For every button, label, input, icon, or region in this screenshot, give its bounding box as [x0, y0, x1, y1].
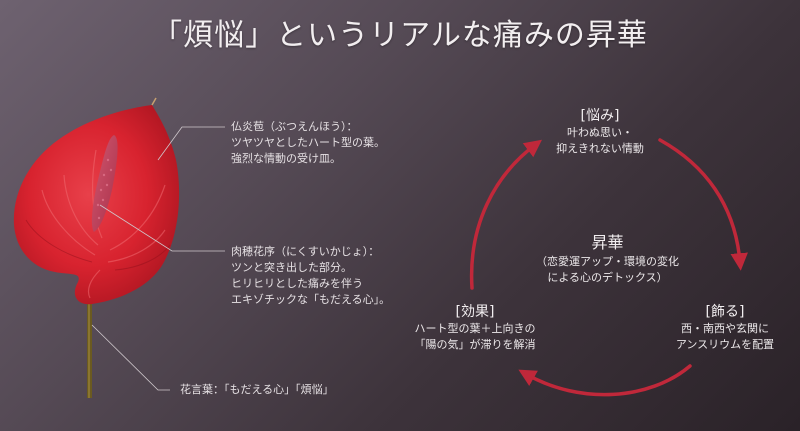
cycle-node-heading: [悩み]: [580, 108, 620, 124]
cycle-node-line: 西・南西や玄関に: [681, 322, 769, 335]
cycle-node-decorate: [飾る] 西・南西や玄関に アンスリウムを配置: [655, 303, 795, 353]
cycle-node-line: 叶わぬ思い・: [567, 126, 633, 139]
annotation-spathe-line: 強烈な情動の受け皿。: [231, 152, 341, 165]
cycle-node-heading: [飾る]: [705, 304, 745, 320]
leader-line-flower-language: [91, 324, 170, 391]
annotation-spadix: 肉穂花序（にくすいかじょ）： ツンと突き出した部分。 ヒリヒリとした痛みを伴う …: [231, 244, 390, 308]
cycle-node-worry: [悩み] 叶わぬ思い・ 抑えきれない情動: [545, 107, 655, 157]
cycle-node-line: アンスリウムを配置: [675, 338, 775, 351]
annotation-spathe-line: 仏炎苞（ぶつえんほう）：: [231, 120, 358, 133]
annotation-spadix-line: ツンと突き出した部分。: [231, 261, 352, 274]
leader-line-spathe: [157, 126, 225, 161]
annotation-flower-language: 花言葉：「もだえる心」「煩悩」: [180, 382, 334, 398]
cycle-node-effect: [効果] ハート型の葉＋上向きの 「陽の気」が滞りを解消: [400, 303, 550, 353]
annotation-spadix-line: 肉穂花序（にくすいかじょ）：: [231, 245, 380, 258]
annotation-spadix-line: ヒリヒリとした痛みを伴う: [231, 277, 363, 290]
page-title: 「煩悩」というリアルな痛みの昇華: [152, 18, 648, 53]
arrow-worry-to-decorate-icon: [658, 138, 748, 271]
annotation-spathe: 仏炎苞（ぶつえんほう）： ツヤツヤとしたハート型の葉。 強烈な情動の受け皿。: [231, 119, 385, 167]
annotation-spadix-line: エキゾチックな「もだえる心」。: [231, 293, 391, 306]
arrow-decorate-to-effect-icon: [518, 364, 692, 397]
cycle-center-line: による心のデトックス）: [547, 271, 668, 284]
cycle-node-heading: [効果]: [455, 304, 495, 320]
cycle-node-line: ハート型の葉＋上向きの: [414, 322, 536, 335]
leader-lines: [91, 126, 225, 391]
stem-icon: [87, 295, 92, 398]
arrow-effect-to-worry-icon: [469, 139, 542, 290]
leader-line-spadix: [99, 204, 225, 252]
cycle-center-sublimation: 昇華 （恋愛運アップ・環境の変化 による心のデトックス）: [520, 232, 695, 286]
cycle-center-heading: 昇華: [591, 233, 624, 252]
annotation-flower-language-line: 花言葉：「もだえる心」「煩悩」: [180, 383, 334, 396]
annotation-spathe-line: ツヤツヤとしたハート型の葉。: [231, 136, 385, 149]
anthurium-spadix-icon: [91, 135, 118, 232]
cycle-node-line: 抑えきれない情動: [556, 142, 644, 155]
cycle-node-line: 「陽の気」が滞りを解消: [414, 338, 536, 351]
cycle-center-line: （恋愛運アップ・環境の変化: [536, 255, 679, 268]
